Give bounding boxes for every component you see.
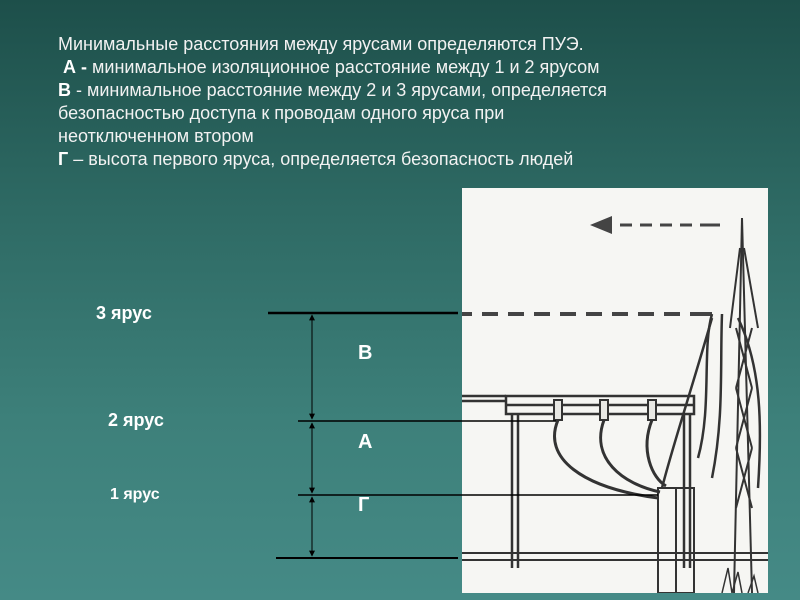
dimension-a-definition: минимальное изоляционное расстояние межд… — [87, 57, 600, 77]
upper-wires — [660, 313, 762, 489]
description-line-3: В - минимальное расстояние между 2 и 3 я… — [58, 79, 778, 102]
lower-structure — [462, 487, 768, 594]
dimension-b-label: В — [358, 342, 373, 364]
tier2-label: 2 ярус — [108, 410, 164, 430]
dimension-b-definition: - минимальное расстояние между 2 и 3 яру… — [71, 80, 607, 100]
description-line-2: А - минимальное изоляционное расстояние … — [58, 56, 778, 79]
tier1-label: 1 ярус — [110, 486, 160, 503]
direction-arrow — [590, 216, 720, 234]
hanging-cables — [553, 419, 667, 500]
dimension-g-definition: – высота первого яруса, определяется без… — [68, 149, 574, 169]
tower-mast — [729, 217, 759, 594]
description-line-5: неотключенном втором — [58, 126, 254, 146]
dimension-b-key: В — [58, 80, 71, 100]
dimension-a-key: А - — [63, 57, 88, 77]
dimension-a-label: А — [358, 431, 373, 453]
description-text: Минимальные расстояния между ярусами опр… — [58, 33, 778, 171]
description-line-1: Минимальные расстояния между ярусами опр… — [58, 34, 584, 54]
dimension-g-key: Г — [58, 149, 69, 169]
description-line-4: безопасностью доступа к проводам одного … — [58, 103, 505, 123]
tower-drawing-svg — [462, 216, 768, 594]
tower-drawing — [462, 188, 768, 594]
dimension-g-label: Г — [358, 494, 370, 516]
description-line-6: Г – высота первого яруса, определяется б… — [58, 148, 778, 171]
tier3-label: 3 ярус — [96, 303, 152, 323]
